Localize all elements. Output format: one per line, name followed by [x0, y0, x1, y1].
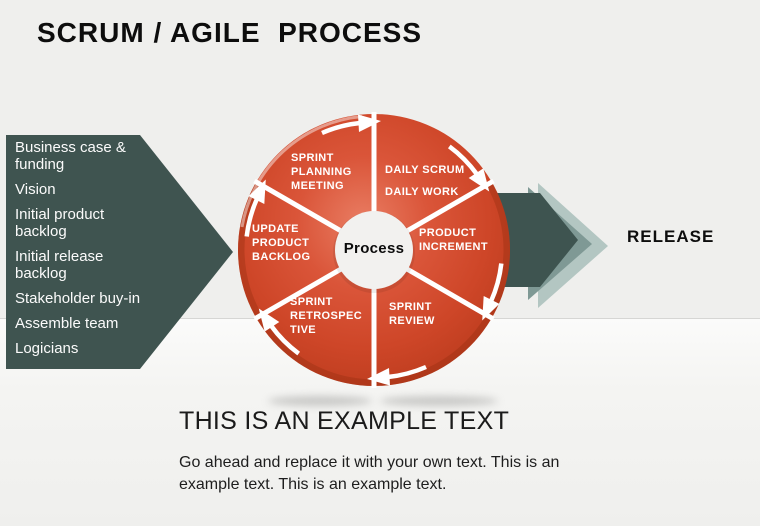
release-label: RELEASE — [627, 227, 715, 246]
page-title: SCRUM / AGILE PROCESS — [37, 17, 423, 48]
wheel-shadow-right — [380, 396, 498, 406]
left-arrow-shape-svg — [6, 135, 233, 369]
process-wheel-svg — [230, 112, 520, 388]
list-item-logicians: Logicians — [15, 340, 79, 357]
wheel-label-sprint-retrospective: SPRINT RETROSPEC TIVE — [290, 296, 363, 336]
left-arrow-shape — [6, 135, 233, 369]
list-item-assemble-team: Assemble team — [15, 315, 119, 332]
wheel-shadow-left — [268, 396, 372, 406]
process-hub — [335, 211, 413, 289]
list-item-business-case: Business case & funding — [15, 139, 126, 173]
wheel-center-label: Process — [343, 240, 405, 257]
wheel-label-update-product-backlog: UPDATE PRODUCT BACKLOG — [252, 223, 311, 263]
list-item-stakeholder-buy-in: Stakeholder buy-in — [15, 290, 141, 307]
list-item-initial-release-backlog: Initial release backlog — [15, 248, 104, 282]
wheel-label-product-increment: PRODUCT INCREMENT — [419, 227, 488, 253]
release-arrow-shape — [495, 193, 578, 287]
example-heading: THIS IS AN EXAMPLE TEXT — [179, 407, 510, 435]
wheel-label-sprint-review: SPRINT REVIEW — [389, 301, 435, 327]
release-chevrons-svg — [495, 183, 608, 308]
wheel-label-daily-scrum-daily-work: DAILY SCRUM DAILY WORK — [385, 164, 465, 198]
preparation-list: Business case & funding Vision Initial p… — [15, 139, 185, 357]
list-item-initial-product-backlog: Initial product backlog — [15, 206, 105, 240]
example-body-text: Go ahead and replace it with your own te… — [179, 454, 560, 493]
wheel-label-sprint-planning-meeting: SPRINT PLANNING MEETING — [291, 152, 352, 192]
list-item-vision: Vision — [15, 181, 56, 198]
